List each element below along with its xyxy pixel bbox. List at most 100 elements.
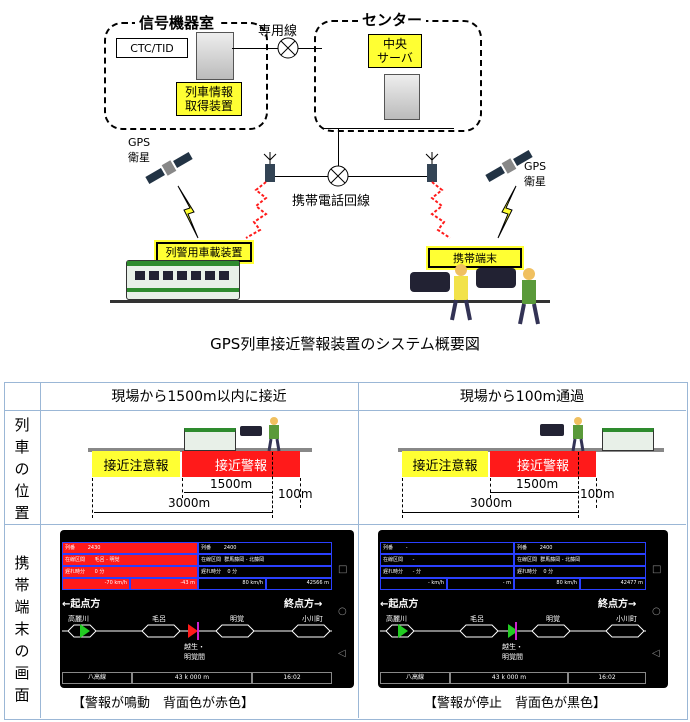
arrow-3000-right [402, 512, 578, 513]
gps-label-left: GPS 衛星 [128, 136, 151, 164]
start-direction-label: ←起点方 [380, 599, 419, 610]
section2-cell: 在線区間 群馬藤岡 - 北藤岡 [514, 554, 646, 566]
figure-caption: GPS列車接近警報装置のシステム概要図 [210, 335, 480, 353]
distance2-cell: 42566 m [266, 578, 332, 590]
table-row-divider [4, 410, 686, 411]
screen-content: 列番 - 在線区間 - 遅れ時分 - 分 - km/h - m 列番 2400 … [380, 542, 646, 686]
nav-back-button[interactable]: ◁ [338, 648, 346, 659]
delay-cell: 遅れ時分 0 分 [62, 566, 198, 578]
speed-cell: - km/h [380, 578, 447, 590]
worker-icon [450, 264, 472, 321]
distance-cell: - m [447, 578, 514, 590]
nav-back-button[interactable]: ◁ [652, 648, 660, 659]
station-label: 高麗川 [386, 615, 407, 623]
antenna-right-icon [425, 152, 439, 182]
mobile-network-label: 携帯電話回線 [292, 194, 371, 209]
speed-cell: -70 km/h [62, 578, 130, 590]
train-number-cell: 列番 2430 [62, 542, 198, 554]
nav-recent-button[interactable]: □ [338, 564, 348, 575]
header-pass-100: 現場から100m通過 [459, 389, 585, 405]
table-col-divider [40, 382, 41, 718]
guide-line [272, 452, 274, 518]
section-cell: 在線区間 毛呂 - 明覚 [62, 554, 198, 566]
ctc-tid-box: CTC/TID [116, 38, 188, 58]
station-label: 小川町 [616, 615, 637, 623]
time-status: 16:02 [568, 672, 646, 684]
train-info-device-box: 列車情報 取得装置 [176, 82, 242, 116]
end-direction-label: 終点方→ [598, 599, 637, 610]
nav-home-button[interactable]: ○ [652, 606, 661, 617]
central-server-box: 中央 サーバ [368, 34, 422, 68]
dedicated-line-router-icon [277, 37, 299, 59]
terminal-screen-alarm: 列番 2430 在線区間 毛呂 - 明覚 遅れ時分 0 分 -70 km/h -… [60, 530, 354, 688]
caption-alarm-on: 【警報が鳴動 背面色が赤色】 [72, 696, 255, 711]
time-status: 16:02 [252, 672, 332, 684]
guide-line [182, 478, 184, 498]
km-status: 43 k 000 m [450, 672, 568, 684]
comparison-table [4, 382, 688, 720]
rail-line [110, 300, 550, 303]
speed2-cell: 80 km/h [198, 578, 266, 590]
train2-number-cell: 列番 2400 [514, 542, 646, 554]
station-label: 毛呂 [470, 615, 484, 623]
station-label: 毛呂 [152, 615, 166, 623]
between-stations-label: 越生・ 明覚間 [502, 643, 523, 661]
worker-right-icon [571, 417, 585, 452]
satellite-right-icon [485, 150, 533, 182]
guide-line [300, 478, 302, 508]
distance-cell: -43 m [130, 578, 198, 590]
center-vertical-line [338, 128, 339, 176]
header-approach-1500: 現場から1500m以内に接近 [111, 389, 287, 405]
station-label: 明覚 [230, 615, 244, 623]
train-icon [126, 260, 240, 300]
distance-1500-left: 1500m [210, 477, 253, 491]
nav-recent-button[interactable]: □ [652, 564, 662, 575]
train-left-icon [184, 428, 236, 451]
train-right-icon [602, 428, 654, 451]
truck-left-icon [240, 426, 262, 436]
arrow-3000-left [94, 512, 272, 513]
section-cell: 在線区間 - [380, 554, 514, 566]
table-col-divider [358, 382, 359, 718]
train-number-cell: 列番 - [380, 542, 514, 554]
station-label: 明覚 [546, 615, 560, 623]
train2-number-cell: 列番 2400 [198, 542, 332, 554]
caption-alarm-off: 【警報が停止 背面色が黒色】 [424, 696, 607, 711]
truck-right-icon [540, 424, 564, 436]
zone-caution-left: 接近注意報 [92, 451, 180, 477]
signal-server-icon [196, 32, 234, 80]
lightning-right-icon [497, 185, 517, 239]
delay-cell: 遅れ時分 - 分 [380, 566, 514, 578]
terminal-device-icon [476, 268, 516, 288]
guide-line [490, 478, 492, 498]
distance-3000-left: 3000m [168, 496, 211, 510]
signal-room-label: 信号機器室 [135, 12, 219, 33]
satellite-left-icon [145, 152, 193, 184]
center-label: センター [358, 9, 427, 30]
start-direction-label: ←起点方 [62, 599, 101, 610]
between-stations-label: 越生・ 明覚間 [184, 643, 205, 661]
central-server-icon [384, 74, 420, 120]
dedicated-line-label: 専用線 [258, 24, 298, 39]
distance2-cell: 42477 m [580, 578, 646, 590]
speed2-cell: 80 km/h [514, 578, 580, 590]
route-line-icon [380, 622, 646, 640]
track-right [398, 448, 664, 452]
mobile-network-router-icon [327, 165, 349, 187]
zone-caution-right: 接近注意報 [402, 451, 488, 477]
antenna-left-icon [263, 152, 277, 182]
section2-cell: 在線区間 群馬藤岡 - 北藤岡 [198, 554, 332, 566]
distance-100-left: 100m [278, 487, 313, 501]
network-line [272, 176, 434, 177]
route-line-icon [62, 622, 332, 640]
handheld-terminal-box: 携帯端末 [426, 246, 524, 270]
station-label: 高麗川 [68, 615, 89, 623]
screen-content: 列番 2430 在線区間 毛呂 - 明覚 遅れ時分 0 分 -70 km/h -… [62, 542, 332, 686]
worker-left-icon [267, 417, 281, 452]
center-bus-line [322, 128, 454, 129]
station-label: 小川町 [302, 615, 323, 623]
distance-3000-right: 3000m [470, 496, 513, 510]
nav-home-button[interactable]: ○ [338, 606, 347, 617]
zone-alarm-left: 接近警報 [182, 451, 300, 477]
radio-wave-right-icon [430, 181, 451, 239]
